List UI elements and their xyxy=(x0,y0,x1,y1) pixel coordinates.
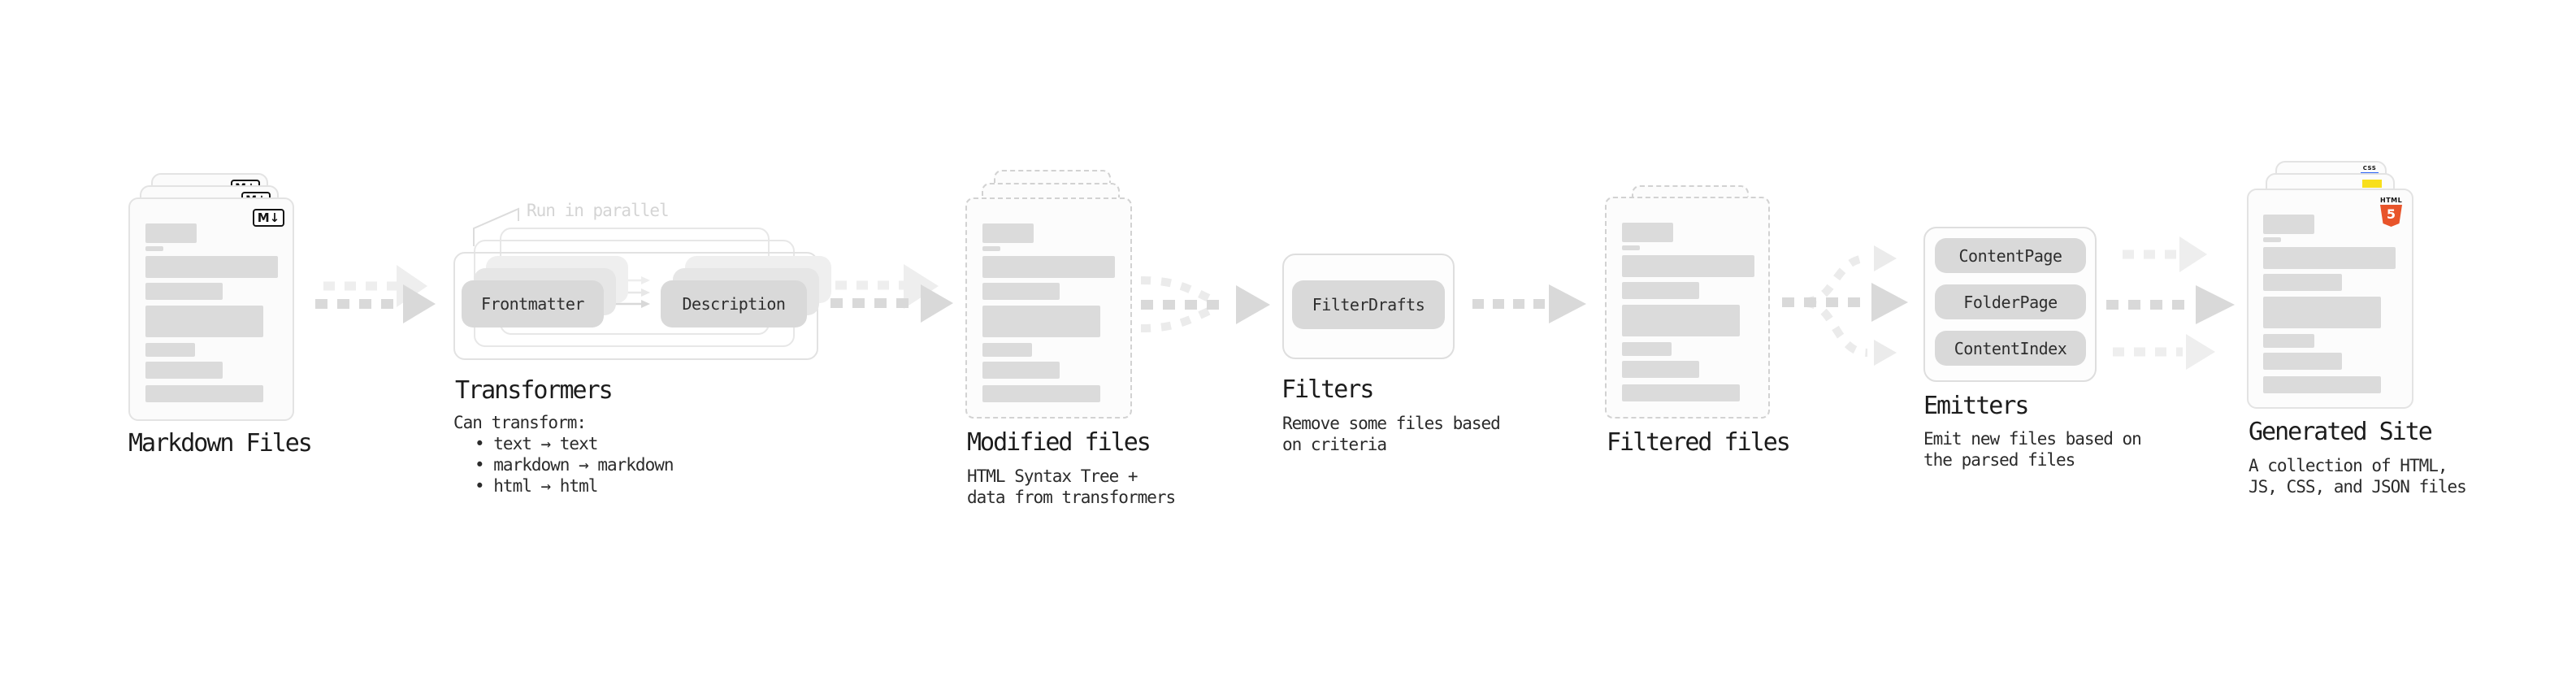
stage-label-filters: Filters xyxy=(1281,375,1374,404)
skeleton-bar xyxy=(982,306,1100,337)
skeleton-bar xyxy=(145,256,278,278)
caption-line: Emit new files based on xyxy=(1923,429,2142,449)
frontmatter-transformer-box: Frontmatter xyxy=(462,280,604,327)
description-transformer-box: Description xyxy=(661,280,807,327)
skeleton-bar xyxy=(982,256,1115,278)
folderpage-emitter-box: FolderPage xyxy=(1935,284,2086,319)
skeleton-bar xyxy=(2263,376,2381,393)
skeleton-bar xyxy=(145,283,223,300)
contentpage-emitter-box: ContentPage xyxy=(1935,238,2086,273)
generated-site-caption: A collection of HTML, JS, CSS, and JSON … xyxy=(2249,455,2467,497)
skeleton-bar xyxy=(2263,274,2342,291)
skeleton-bar xyxy=(982,343,1032,357)
filtered-file-card xyxy=(1605,197,1770,419)
generated-html-card: HTML 5 xyxy=(2247,189,2413,409)
html5-icon-label: HTML xyxy=(2380,197,2403,204)
skeleton-bar xyxy=(982,283,1060,300)
skeleton-bar xyxy=(1622,223,1673,242)
arrow-markdown-to-transformers xyxy=(315,265,436,323)
skeleton-bar xyxy=(145,343,195,357)
skeleton-bar xyxy=(145,385,263,402)
arrow-emitters-to-generated xyxy=(2106,236,2235,370)
bullet-line: • html → html xyxy=(475,476,598,496)
caption-line: on criteria xyxy=(1282,435,1387,454)
skeleton-bar xyxy=(982,246,1000,251)
contentindex-emitter-box: ContentIndex xyxy=(1935,331,2086,366)
skeleton-bar xyxy=(982,385,1100,402)
skeleton-bar xyxy=(1622,384,1740,401)
skeleton-bar xyxy=(1622,282,1699,299)
emitters-caption: Emit new files based on the parsed files xyxy=(1923,428,2142,471)
stage-label-filtered-files: Filtered files xyxy=(1607,428,1791,457)
html5-icon: HTML 5 xyxy=(2380,197,2402,227)
bullet-line: • text → text xyxy=(475,434,598,453)
skeleton-bar xyxy=(145,246,163,251)
html5-icon-number: 5 xyxy=(2386,206,2396,222)
arrow-transformers-to-modified xyxy=(830,264,953,323)
skeleton-bar xyxy=(2263,353,2342,370)
stage-label-generated-site: Generated Site xyxy=(2249,418,2433,446)
caption-line: A collection of HTML, xyxy=(2249,456,2448,475)
skeleton-bar xyxy=(145,223,197,243)
markdown-icon: M↓ xyxy=(253,209,284,227)
skeleton-bar xyxy=(2263,297,2381,328)
bullet-line: • markdown → markdown xyxy=(475,455,674,475)
stage-label-emitters: Emitters xyxy=(1923,392,2029,420)
html5-icon-shield: 5 xyxy=(2380,205,2402,227)
arrow-filters-to-filtered xyxy=(1472,284,1586,323)
stage-label-transformers: Transformers xyxy=(455,376,614,405)
css-icon-label: CSS xyxy=(2362,165,2377,171)
skeleton-bar xyxy=(1622,305,1740,336)
filterdrafts-filter-box: FilterDrafts xyxy=(1292,280,1445,329)
markdown-file-card: M↓ xyxy=(128,197,294,421)
transformers-caption: Can transform: • text → text • markdown … xyxy=(453,412,674,497)
caption-line: HTML Syntax Tree + xyxy=(967,466,1138,486)
skeleton-bar xyxy=(2263,215,2314,234)
stage-label-markdown-files: Markdown Files xyxy=(128,429,313,458)
modified-file-card xyxy=(965,197,1132,419)
skeleton-bar xyxy=(1622,255,1754,277)
skeleton-bar xyxy=(2263,237,2281,242)
filters-caption: Remove some files based on criteria xyxy=(1282,413,1501,455)
arrow-filtered-to-emitters xyxy=(1782,245,1908,366)
skeleton-bar xyxy=(1622,342,1672,356)
skeleton-bar xyxy=(145,306,263,337)
js-icon xyxy=(2362,180,2382,188)
modified-files-caption: HTML Syntax Tree + data from transformer… xyxy=(967,466,1176,508)
arrow-modified-to-filters xyxy=(1140,276,1270,332)
skeleton-bar xyxy=(1622,245,1640,250)
caption-line: data from transformers xyxy=(967,488,1176,507)
skeleton-bar xyxy=(2263,334,2314,348)
stage-label-modified-files: Modified files xyxy=(967,428,1151,457)
skeleton-bar xyxy=(982,223,1034,243)
run-in-parallel-annotation: Run in parallel xyxy=(527,201,670,220)
caption-line: Remove some files based xyxy=(1282,414,1501,433)
caption-line: JS, CSS, and JSON files xyxy=(2249,477,2467,497)
skeleton-bar xyxy=(1622,361,1699,378)
skeleton-bar xyxy=(982,362,1060,379)
caption-line: the parsed files xyxy=(1923,450,2075,470)
skeleton-bar xyxy=(2263,247,2396,269)
skeleton-bar xyxy=(145,362,223,379)
caption-line: Can transform: xyxy=(453,413,587,432)
